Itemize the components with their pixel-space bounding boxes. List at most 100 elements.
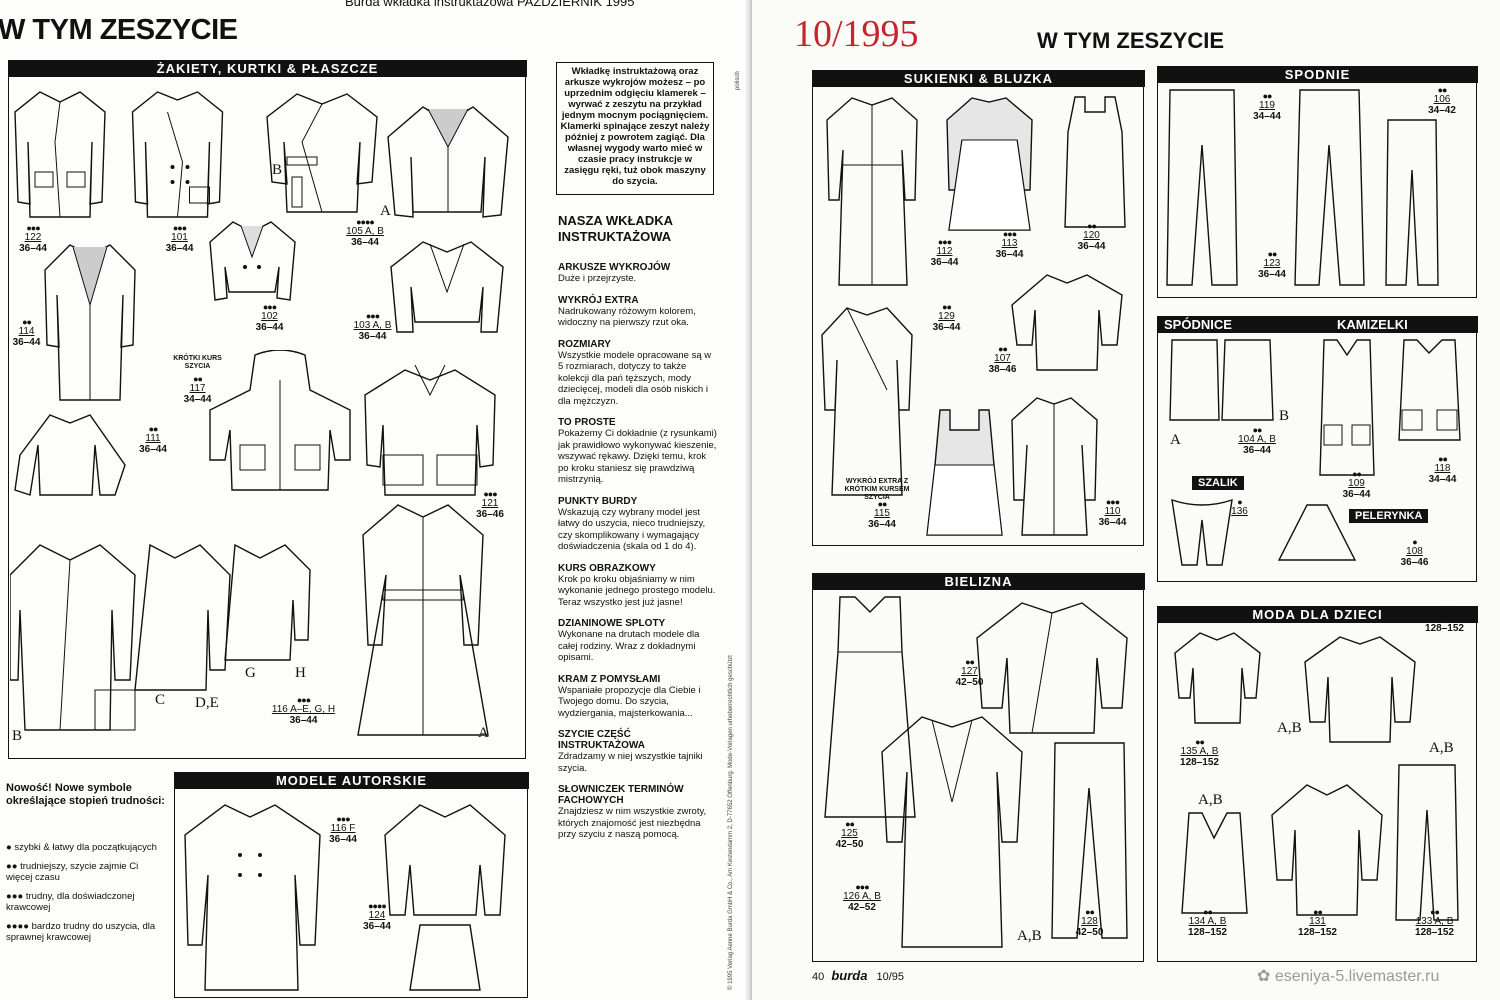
skirts-title: SPÓDNICE <box>1164 317 1232 332</box>
garment-sketch <box>383 97 513 227</box>
garment-sketch <box>1392 760 1462 925</box>
garment-sketch <box>1162 495 1242 570</box>
garment-sketch <box>200 350 360 515</box>
watermark: ✿ eseniya-5.livemaster.ru <box>1257 968 1440 985</box>
copyright-note: © 1995 Verlag Aenne Burda GmbH & Co., Am… <box>728 655 734 990</box>
garment-sketch <box>348 495 498 745</box>
left-page: Burda wkładka instruktażowa PAŹDZIERNIK … <box>0 0 748 1000</box>
garment-sketch <box>1382 115 1442 290</box>
lingerie-section-title: BIELIZNA <box>812 573 1145 590</box>
author-section-title: MODELE AUTORSKIE <box>174 772 529 789</box>
garment-sketch <box>877 712 1027 952</box>
garment-sketch <box>380 795 510 995</box>
variant-label: A,B <box>1198 792 1223 808</box>
variant-label: G <box>245 665 256 681</box>
trousers-section-title: SPODNIE <box>1157 66 1478 83</box>
page-heading: W TYM ZESZYCIE <box>1037 28 1224 53</box>
instructions-box: Wkładkę instruktażową oraz arkusze wykro… <box>556 62 714 195</box>
garment-sketch <box>125 82 230 222</box>
garment-sketch <box>817 90 927 290</box>
extra-pattern-note: WYKRÓJ EXTRA Z KRÓTKIM KURSEM SZYCIA <box>844 478 910 501</box>
garment-sketch <box>1007 265 1127 375</box>
garment-sketch <box>1167 335 1277 425</box>
short-course-note: KRÓTKI KURS SZYCIA <box>173 355 222 370</box>
scarf-title: SZALIK <box>1192 476 1244 490</box>
garment-sketch <box>10 530 350 740</box>
garment-sketch <box>262 82 382 222</box>
variant-label: C <box>155 692 166 708</box>
variant-label: A,B <box>1429 740 1454 756</box>
cape-title: PELERYNKA <box>1349 509 1429 523</box>
vests-title: KAMIZELKI <box>1337 317 1408 332</box>
issue-date: 10/1995 <box>794 13 919 55</box>
difficulty-legend: ● szybki & łatwy dla początkujących ●● t… <box>6 842 157 943</box>
variant-label: H <box>295 665 306 681</box>
garment-sketch <box>820 592 920 822</box>
jackets-section-title: ŻAKIETY, KURTKI & PŁASZCZE <box>8 60 527 77</box>
garment-sketch <box>817 300 917 500</box>
garment-sketch <box>1300 632 1420 747</box>
garment-sketch <box>922 405 1007 540</box>
garment-sketch <box>942 90 1037 240</box>
garment-sketch <box>180 795 330 995</box>
variant-label: A <box>478 725 489 741</box>
variant-label: A <box>380 203 391 219</box>
variant-label: B <box>1279 408 1290 424</box>
insert-title: NASZA WKŁADKA INSTRUKTAŻOWA <box>558 213 673 244</box>
side-note: polisch <box>735 71 741 90</box>
garment-sketch <box>1047 738 1132 943</box>
kids-section-title: MODA DLA DZIECI <box>1157 606 1478 623</box>
garment-sketch <box>1170 628 1265 728</box>
page-topline: Burda wkładka instruktażowa PAŹDZIERNIK … <box>345 0 635 9</box>
garment-sketch <box>35 235 145 405</box>
variant-label: A <box>1170 432 1181 448</box>
garment-sketch <box>1162 85 1242 290</box>
difficulty-news-title: Nowość! Nowe symbole określające stopień… <box>6 782 165 807</box>
skirts-vests-section-title <box>1157 316 1478 333</box>
garment-sketch <box>1312 335 1382 480</box>
page-heading: W TYM ZESZYCIE <box>0 14 238 46</box>
garment-sketch <box>10 405 130 505</box>
variant-label: B <box>272 162 283 178</box>
garment-sketch <box>10 82 110 222</box>
garment-sketch <box>205 212 300 312</box>
garment-sketch <box>1060 92 1130 232</box>
dresses-section-title: SUKIENKI & BLUZKA <box>812 70 1145 87</box>
garment-sketch <box>1177 808 1252 918</box>
variant-label: A,B <box>1017 928 1042 944</box>
watermark-icon: ✿ <box>1257 968 1271 985</box>
garment-sketch <box>385 232 510 342</box>
garment-sketch <box>1292 85 1367 290</box>
